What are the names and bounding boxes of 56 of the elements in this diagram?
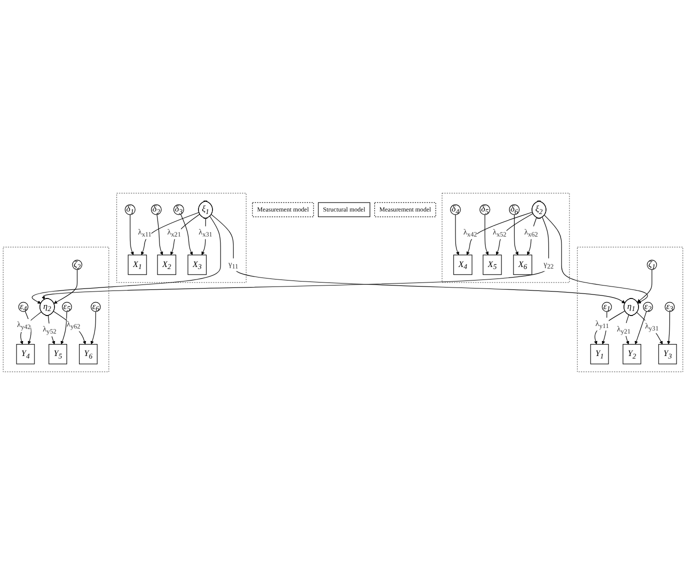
node-circle: ζ$_{1}$: [646, 260, 657, 270]
arrow: [637, 269, 652, 303]
node-circle: δ$_{5}$: [480, 204, 490, 215]
arrow: [48, 315, 56, 344]
node-circle: δ$_{1}$: [124, 204, 136, 215]
cluster: [577, 246, 684, 372]
node-circle: δ$_{6}$: [509, 204, 520, 215]
arrow: [514, 214, 518, 256]
node-circle: ε$_{1}$: [602, 302, 612, 312]
node-circle: ε$_{6}$: [90, 302, 101, 312]
node-circle: ζ$_{2}$: [72, 260, 82, 270]
node-box: Y$_{5}$: [48, 344, 68, 364]
arrow: [202, 218, 206, 256]
arrow: [496, 213, 534, 256]
arrow: [667, 311, 670, 344]
arrow: [466, 212, 533, 256]
cluster: [442, 192, 570, 283]
arrow: [211, 214, 626, 304]
arrow: [32, 216, 221, 304]
arrow: [90, 311, 96, 344]
arrow: [602, 311, 608, 344]
node-circle: ε$_{2}$: [642, 302, 653, 312]
node-box: Y$_{2}$: [622, 344, 642, 364]
node-box: X$_{2}$: [157, 254, 176, 275]
node-box: X$_{4}$: [453, 254, 472, 275]
node-box: Y$_{3}$: [658, 344, 677, 364]
node-circle: δ$_{2}$: [151, 204, 162, 215]
arrow: [60, 311, 68, 344]
arrow: [180, 214, 193, 256]
arrow: [544, 214, 648, 304]
node-box: Y$_{6}$: [79, 344, 98, 364]
cluster: [116, 192, 246, 283]
node-circle: δ$_{4}$: [450, 204, 461, 215]
cluster: [2, 246, 110, 372]
arrow: [141, 212, 200, 256]
node-circle: ε$_{5}$: [62, 302, 72, 312]
node-box: X$_{6}$: [513, 254, 532, 275]
arrow: [54, 269, 78, 304]
node-circle: ε$_{3}$: [664, 302, 675, 312]
node-circle: δ$_{3}$: [173, 204, 184, 215]
node-circle: ε$_{4}$: [18, 302, 28, 312]
arrow: [594, 310, 626, 344]
node-box: Y$_{4}$: [16, 344, 35, 364]
node-box: Y$_{1}$: [590, 344, 609, 364]
node-box: X$_{5}$: [482, 254, 502, 275]
arrow: [634, 311, 647, 344]
arrow: [455, 214, 460, 256]
arrow: [636, 312, 663, 344]
arrow: [130, 214, 134, 256]
node-box: X$_{3}$: [188, 254, 207, 275]
arrow: [53, 311, 86, 344]
node-box: X$_{1}$: [128, 254, 147, 275]
arrow: [156, 214, 163, 256]
arrow: [624, 314, 630, 344]
arrow: [484, 214, 489, 256]
arrow: [170, 214, 200, 256]
